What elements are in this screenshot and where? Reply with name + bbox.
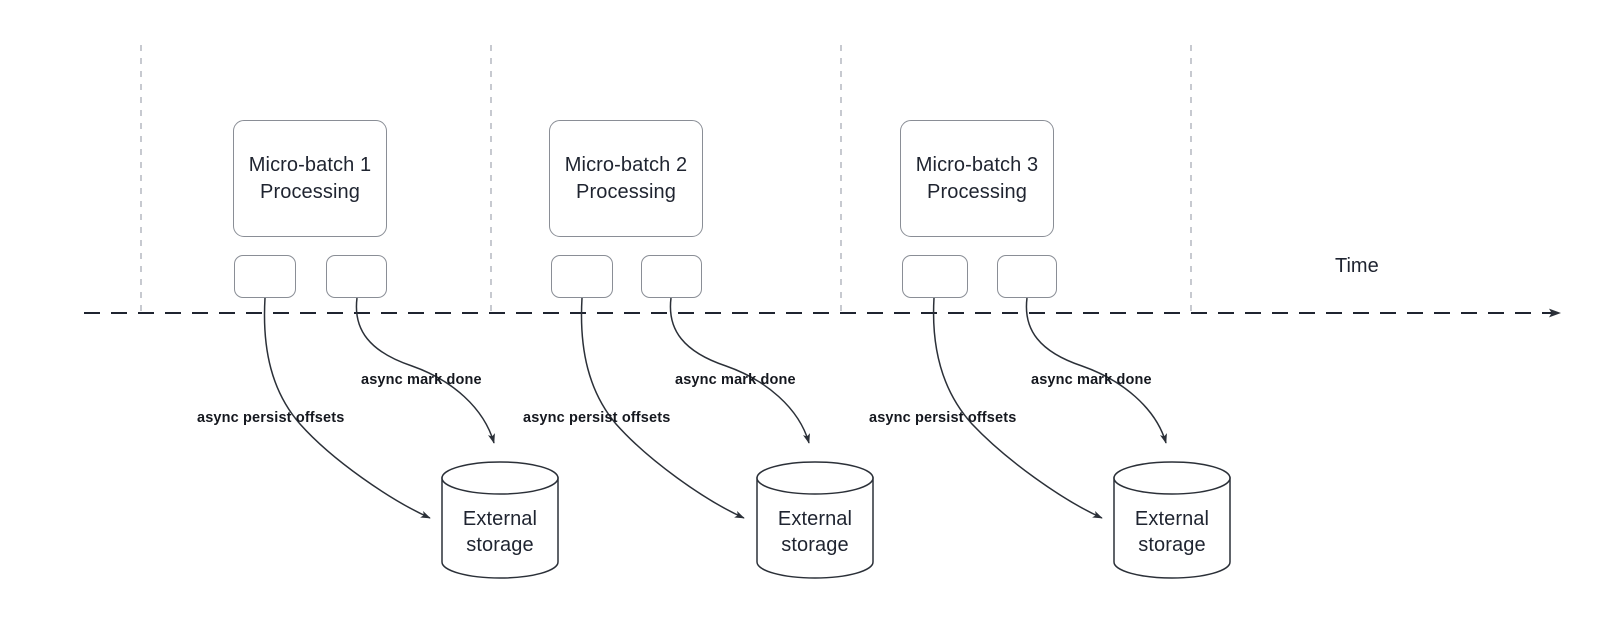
micro-batch-box-1[interactable]: Micro-batch 1 Processing <box>233 120 387 237</box>
offset-commit-box-2a[interactable] <box>551 255 613 298</box>
persist-offsets-label-2: async persist offsets <box>523 410 671 426</box>
micro-batch-box-3[interactable]: Micro-batch 3 Processing <box>900 120 1054 237</box>
offset-commit-box-1b[interactable] <box>326 255 387 298</box>
micro-batch-label-1-line2: Processing <box>260 180 360 203</box>
time-axis-label: Time <box>1335 255 1379 277</box>
mark-done-label-1: async mark done <box>361 372 482 388</box>
persist-offsets-label-3: async persist offsets <box>869 410 1017 426</box>
offset-commit-box-3b[interactable] <box>997 255 1057 298</box>
offset-commit-box-2b[interactable] <box>641 255 702 298</box>
mark-done-label-2: async mark done <box>675 372 796 388</box>
micro-batch-label-2-line1: Micro-batch 2 <box>564 154 688 177</box>
offset-commit-box-1a[interactable] <box>234 255 296 298</box>
external-storage-3[interactable]: External storage <box>1114 462 1230 578</box>
micro-batch-label-3-line2: Processing <box>927 180 1027 203</box>
micro-batch-box-2[interactable]: Micro-batch 2 Processing <box>549 120 703 237</box>
micro-batch-label-2-line2: Processing <box>576 180 676 203</box>
persist-offsets-label-1: async persist offsets <box>197 410 345 426</box>
external-storage-label-2-line1: External <box>777 508 853 530</box>
micro-batch-label-3-line1: Micro-batch 3 <box>915 154 1039 177</box>
external-storage-label-2-line2: storage <box>781 534 849 556</box>
external-storage-1[interactable]: External storage <box>442 462 558 578</box>
external-storage-label-3-line2: storage <box>1138 534 1206 556</box>
offset-commit-box-3a[interactable] <box>902 255 968 298</box>
external-storage-label-1-line1: External <box>462 508 538 530</box>
external-storage-label-1-line2: storage <box>466 534 534 556</box>
external-storage-label-3-line1: External <box>1134 508 1210 530</box>
external-storage-2[interactable]: External storage <box>757 462 873 578</box>
mark-done-label-3: async mark done <box>1031 372 1152 388</box>
micro-batch-label-1-line1: Micro-batch 1 <box>248 154 372 177</box>
